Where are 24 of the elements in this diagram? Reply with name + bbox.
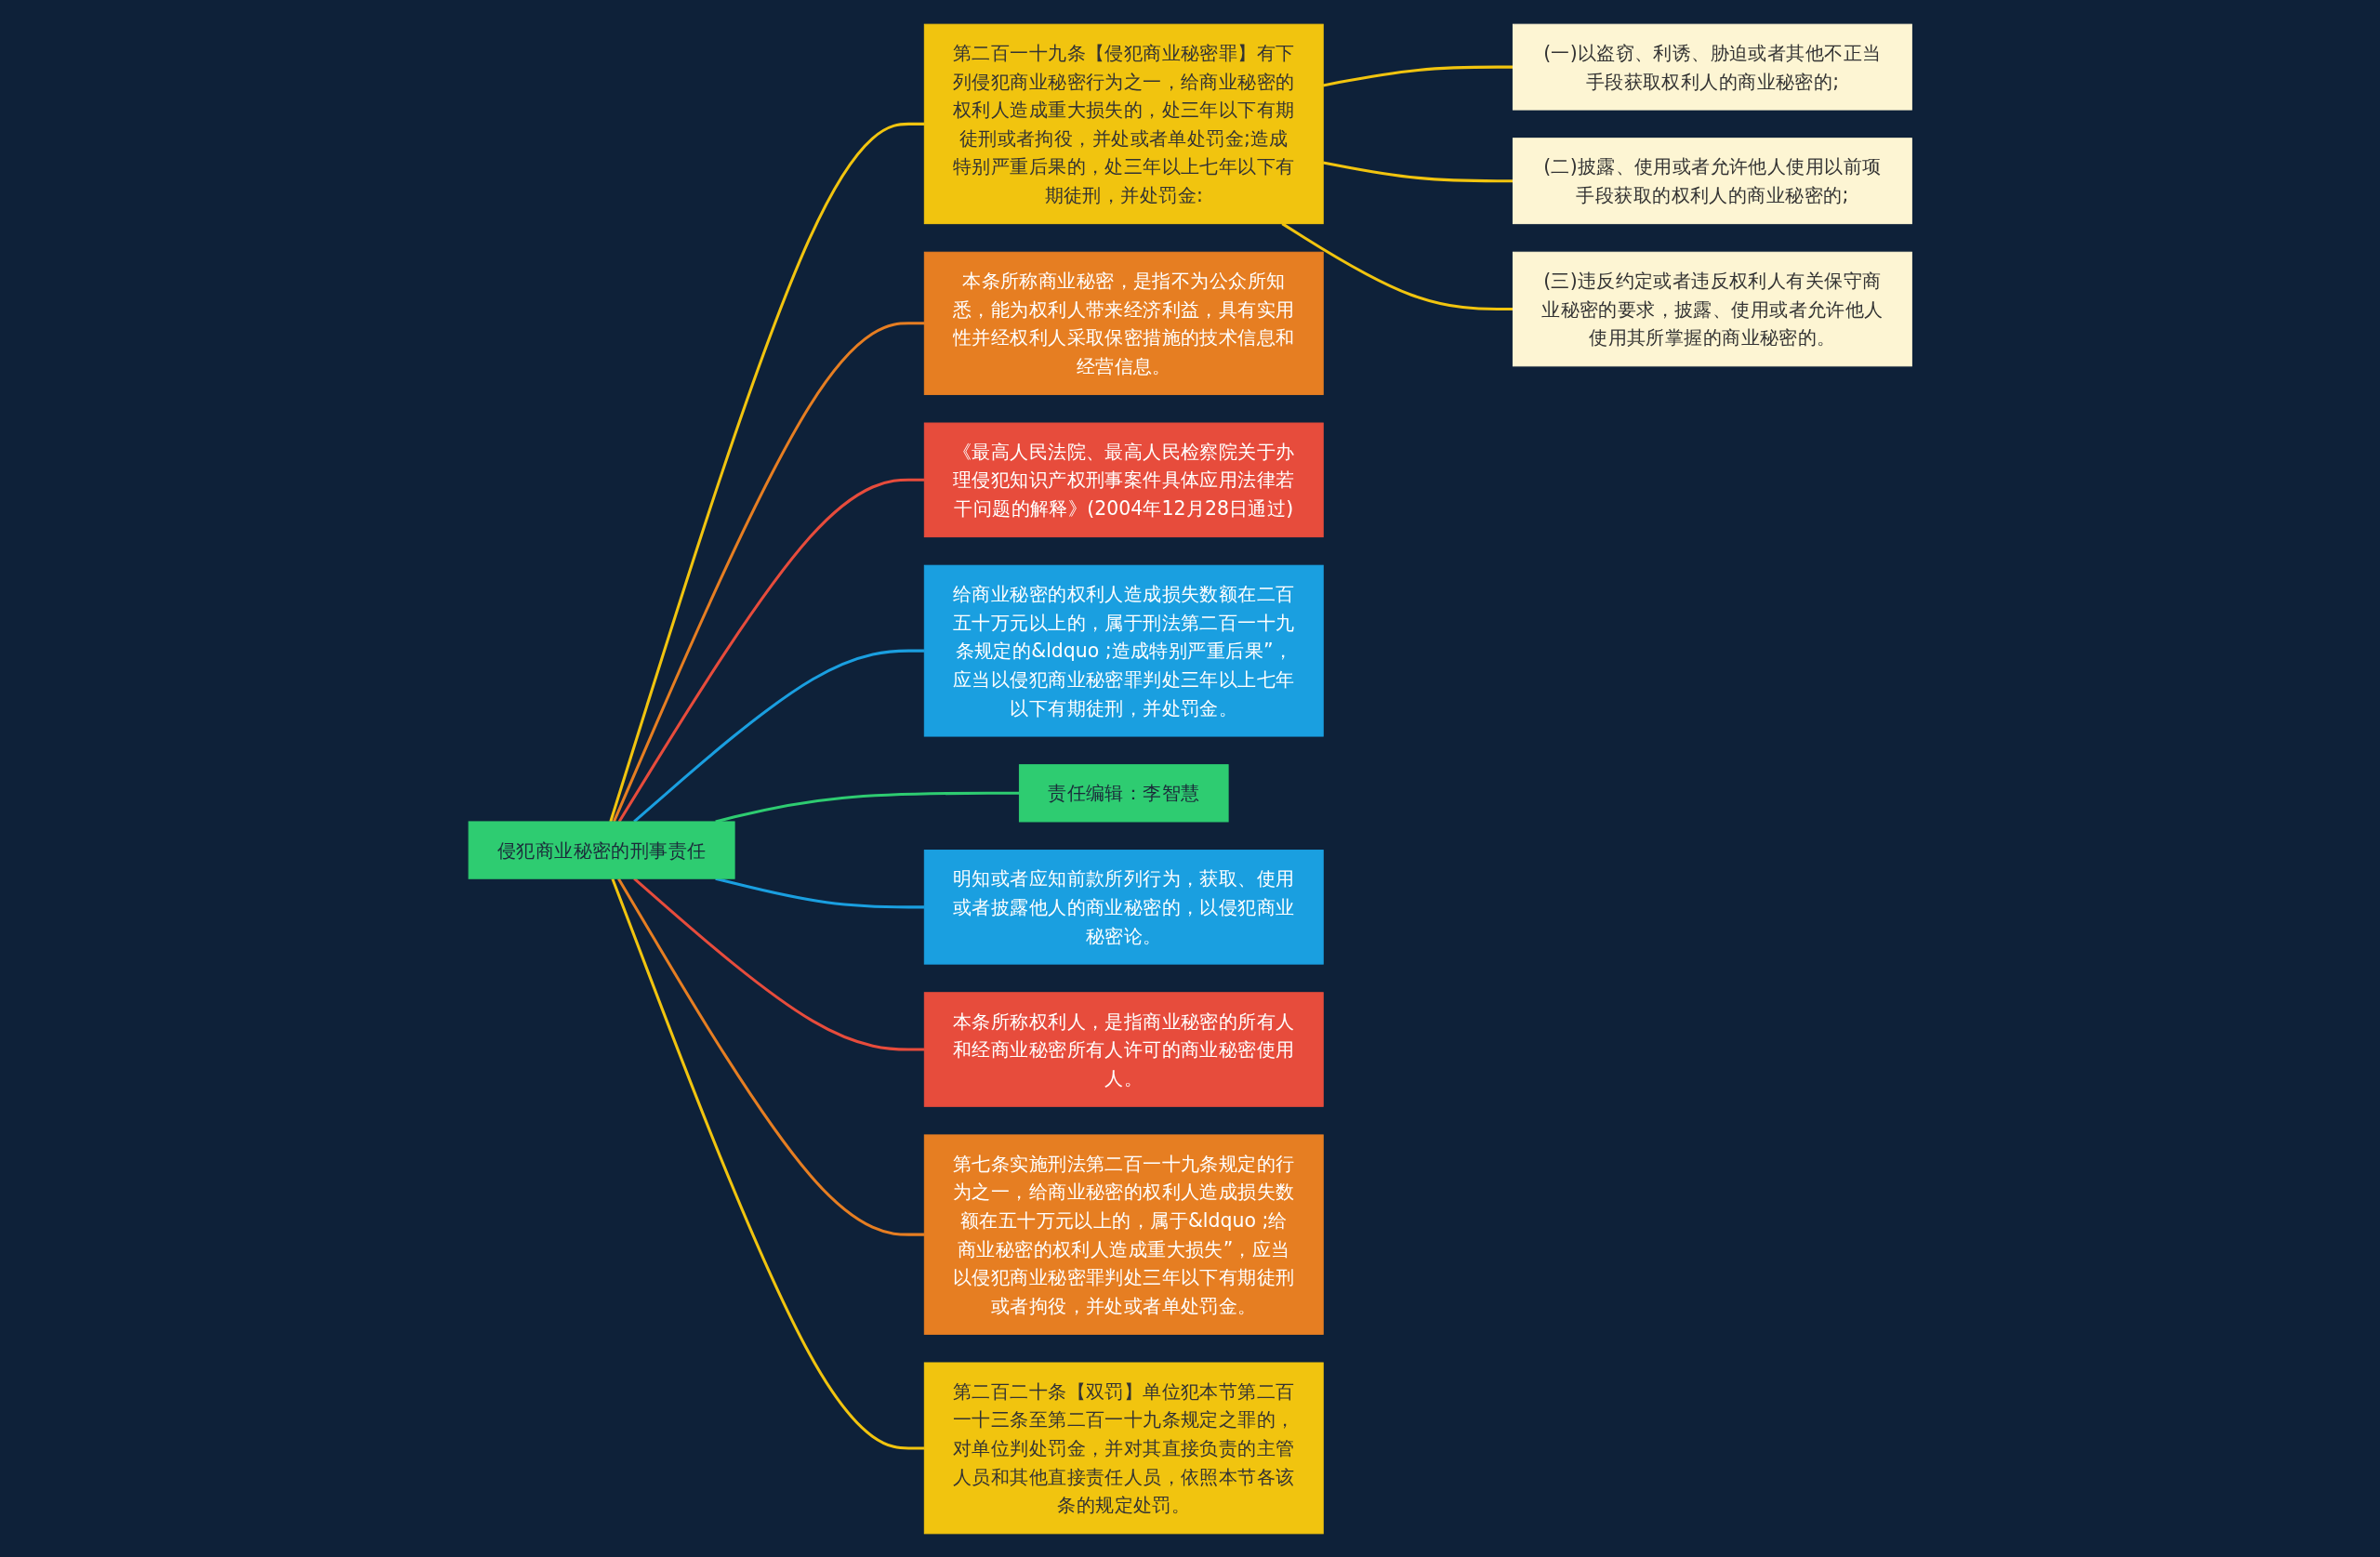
connector [1322, 160, 1514, 182]
connector [632, 649, 925, 823]
connector [616, 877, 925, 1236]
connector [611, 877, 925, 1449]
connector [1322, 65, 1514, 86]
node-box: 侵犯商业秘密的刑事责任 [468, 820, 735, 879]
connector [617, 478, 925, 823]
node-box: 第二百一十九条【侵犯商业秘密罪】有下列侵犯商业秘密行为之一，给商业秘密的权利人造成重大损失的，处三年以下有期徒刑或者拘役，并处或者单处罚金;造成特别严重后果的，处三年以上七年以下有期徒刑，并处罚金: [923, 23, 1324, 224]
connector [632, 877, 925, 1051]
node-box: 第七条实施刑法第二百一十九条规定的行为之一，给商业秘密的权利人造成损失数额在五十万元以上的，属于&ldquo ;给商业秘密的权利人造成重大损失”，应当以侵犯商业秘密罪判处三年以下有期徒刑或者拘役，并处或者单处罚金。 [923, 1133, 1324, 1335]
node-box: 本条所称商业秘密，是指不为公众所知悉，能为权利人带来经济利益，具有实用性并经权利人采取保密措施的技术信息和经营信息。 [923, 251, 1324, 395]
node-box: 本条所称权利人，是指商业秘密的所有人和经商业秘密所有人许可的商业秘密使用人。 [923, 991, 1324, 1107]
connector [715, 877, 925, 908]
node-box: (三)违反约定或者违反权利人有关保守商业秘密的要求，披露、使用或者允许他人使用其所掌握的商业秘密的。 [1512, 251, 1912, 366]
node-box: 给商业秘密的权利人造成损失数额在二百五十万元以上的，属于刑法第二百一十九条规定的&ldquo ;造成特别严重后果”，应当以侵犯商业秘密罪判处三年以上七年以下有期徒刑，并处罚金。 [923, 564, 1324, 737]
node-box: (一)以盗窃、利诱、胁迫或者其他不正当手段获取权利人的商业秘密的; [1512, 23, 1912, 111]
connector [715, 791, 1020, 823]
node-box: 责任编辑：李智慧 [1018, 763, 1229, 822]
node-box: 明知或者应知前款所列行为，获取、使用或者披露他人的商业秘密的，以侵犯商业秘密论。 [923, 849, 1324, 965]
connector [612, 321, 925, 823]
node-box: 《最高人民法院、最高人民检察院关于办理侵犯知识产权刑事案件具体应用法律若干问题的解释》(2004年12月28日通过) [923, 422, 1324, 537]
node-box: (二)披露、使用或者允许他人使用以前项手段获取的权利人的商业秘密的; [1512, 137, 1912, 224]
node-box: 第二百二十条【双罚】单位犯本节第二百一十三条至第二百一十九条规定之罪的，对单位判处罚金，并对其直接负责的主管人员和其他直接责任人员，依照本节各该条的规定处罚。 [923, 1362, 1324, 1534]
connector [609, 122, 925, 822]
